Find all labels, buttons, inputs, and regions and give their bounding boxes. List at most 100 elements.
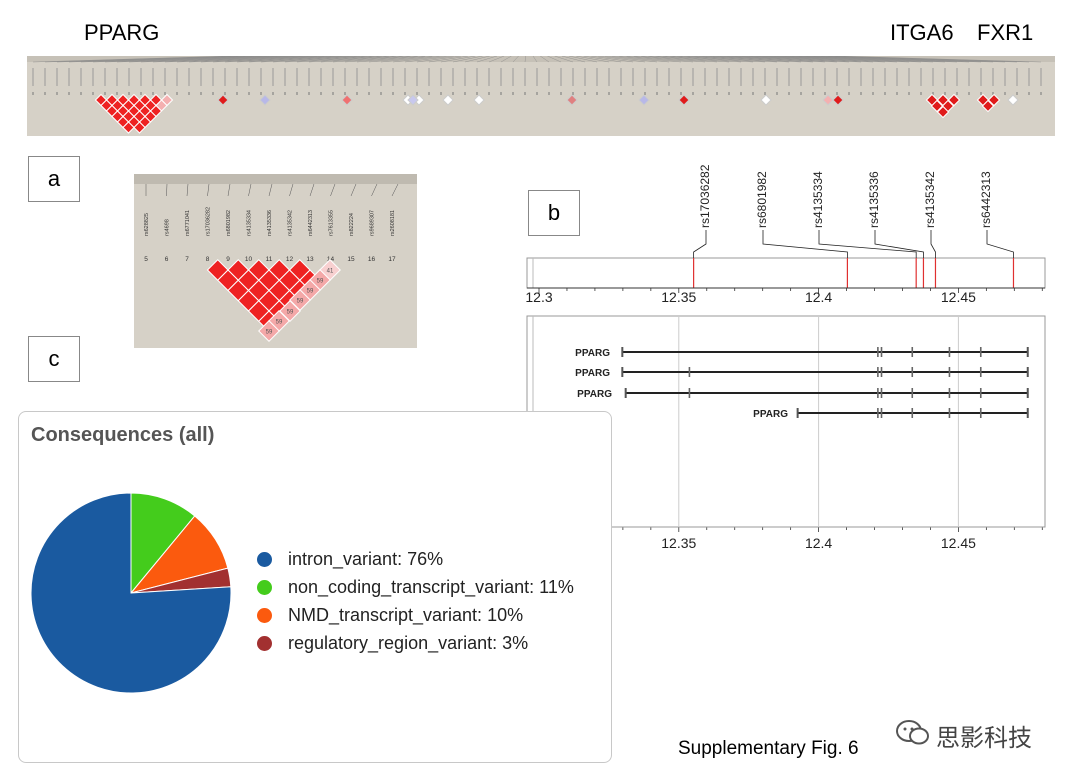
ld-strip-marks [94,93,1019,134]
legend-item: intron_variant: 76% [257,545,574,573]
legend-item: non_coding_transcript_variant: 11% [257,573,574,601]
snp-connector [986,230,1014,258]
ld-value-label: 59 [287,310,294,316]
ld-cell [1007,94,1019,106]
ld-cell [832,94,844,106]
ld-cell [442,94,454,106]
snp-track-frame [526,257,1046,289]
ld-value-label: 41 [327,269,334,275]
ld-value-label: 59 [307,289,314,295]
ld-cell [947,93,961,107]
ld-value-label: 59 [276,320,283,326]
snp-connector [693,230,707,258]
pie-slice-intron-variant [30,492,232,694]
legend-item: regulatory_region_variant: 3% [257,629,574,657]
consequences-legend: intron_variant: 76% non_coding_transcrip… [257,545,574,657]
ld-cell [987,93,1001,107]
scale-tick-label: 12.35 [661,535,696,551]
ld-cell [822,94,834,106]
snp-index-label: 16 [368,256,376,263]
legend-label: regulatory_region_variant: 3% [288,632,529,653]
wechat-icon [896,720,929,745]
snp-id-label: rs17036282 [206,207,212,236]
snp-id-label: rs6771041 [185,210,191,236]
gene-label-fxr1: FXR1 [977,20,1034,45]
legend-dot [257,607,272,623]
snp-id-label: rs4135336 [267,210,273,236]
ld-value-label: 59 [317,279,324,285]
watermark-text: 思影科技 [936,724,1032,752]
panel-label-c: c [28,336,80,382]
ld-value-label: 59 [266,330,273,336]
legend-label: NMD_transcript_variant: 10% [288,604,524,625]
snp-index-label: 13 [306,256,314,263]
snp-id-label: rs6442313 [308,210,314,236]
ld-cell [133,121,146,134]
transcript-label: PPARG [575,348,610,359]
snp-connector [762,230,848,258]
scale-tick-label: 12.4 [805,535,832,551]
gene-label-itga6: ITGA6 [890,20,954,45]
transcript-label: PPARG [575,368,610,379]
ld-cell [678,94,690,106]
ld-cell [407,94,419,106]
snp-id-label: rs2608181 [390,210,396,236]
ld-cell [341,94,353,106]
snp-label: rs4135334 [811,171,825,228]
snp-connector [874,230,924,258]
ld-plot-full [27,55,1055,136]
scale-tick-label: 12.4 [805,289,832,305]
ld-cell [930,99,944,113]
ld-zoom-lines [145,183,399,197]
ld-value-label: 59 [297,299,304,305]
scale-tick-label: 12.3 [525,289,552,305]
transcript-label: PPARG [753,409,788,420]
ld-cell [122,121,135,134]
legend-dot [257,551,272,567]
snp-index-label: 12 [286,256,294,263]
ld-strip-ticks [32,55,1042,95]
ld-cell [259,94,271,106]
snp-id-label: rs9689307 [370,210,376,236]
legend-dot [257,635,272,651]
consequences-panel: Consequences (all) intron_variant: 76% n… [18,411,612,763]
snp-id-label: rs4135342 [288,210,294,236]
gene-label-pparg: PPARG [84,20,160,45]
snp-index-label: 11 [266,256,273,263]
snp-id-label: rs4135334 [247,210,253,236]
legend-item: NMD_transcript_variant: 10% [257,601,574,629]
snp-label: rs4135336 [867,171,881,228]
panel-label-a: a [28,156,80,202]
snp-id-label: rs7613355 [329,210,335,236]
snp-index-label: 8 [206,256,210,263]
snp-label: rs6801982 [755,171,769,228]
consequences-pie-chart [30,492,232,694]
snp-index-label: 9 [226,256,230,263]
snp-connector [818,230,917,258]
scale-tick-label: 12.35 [661,289,696,305]
panel-label-b: b [528,190,580,236]
snp-index-label: 10 [245,256,253,263]
ld-strip-graphic [27,55,1055,134]
snp-label: rs17036282 [698,164,712,228]
snp-label: rs4135342 [923,171,937,228]
ld-cell [981,99,995,113]
ld-cell [258,320,280,342]
snp-index-label: 7 [185,256,189,263]
legend-label: non_coding_transcript_variant: 11% [288,576,574,597]
snp-track: rs17036282 rs6801982 rs4135334 rs4135336 rs4… [526,164,1046,289]
snp-id-label: rs628825 [144,213,150,236]
legend-dot [257,579,272,595]
consequences-title: Consequences (all) [31,424,215,446]
snp-id-label: rs4698 [165,219,171,236]
snp-index-label: 6 [165,256,169,263]
transcript-label: PPARG [577,389,612,400]
snp-index-label: 17 [388,256,396,263]
snp-index-label: 14 [327,256,335,263]
legend-label: intron_variant: 76% [288,548,444,569]
scale-tick-label: 12.45 [941,289,976,305]
